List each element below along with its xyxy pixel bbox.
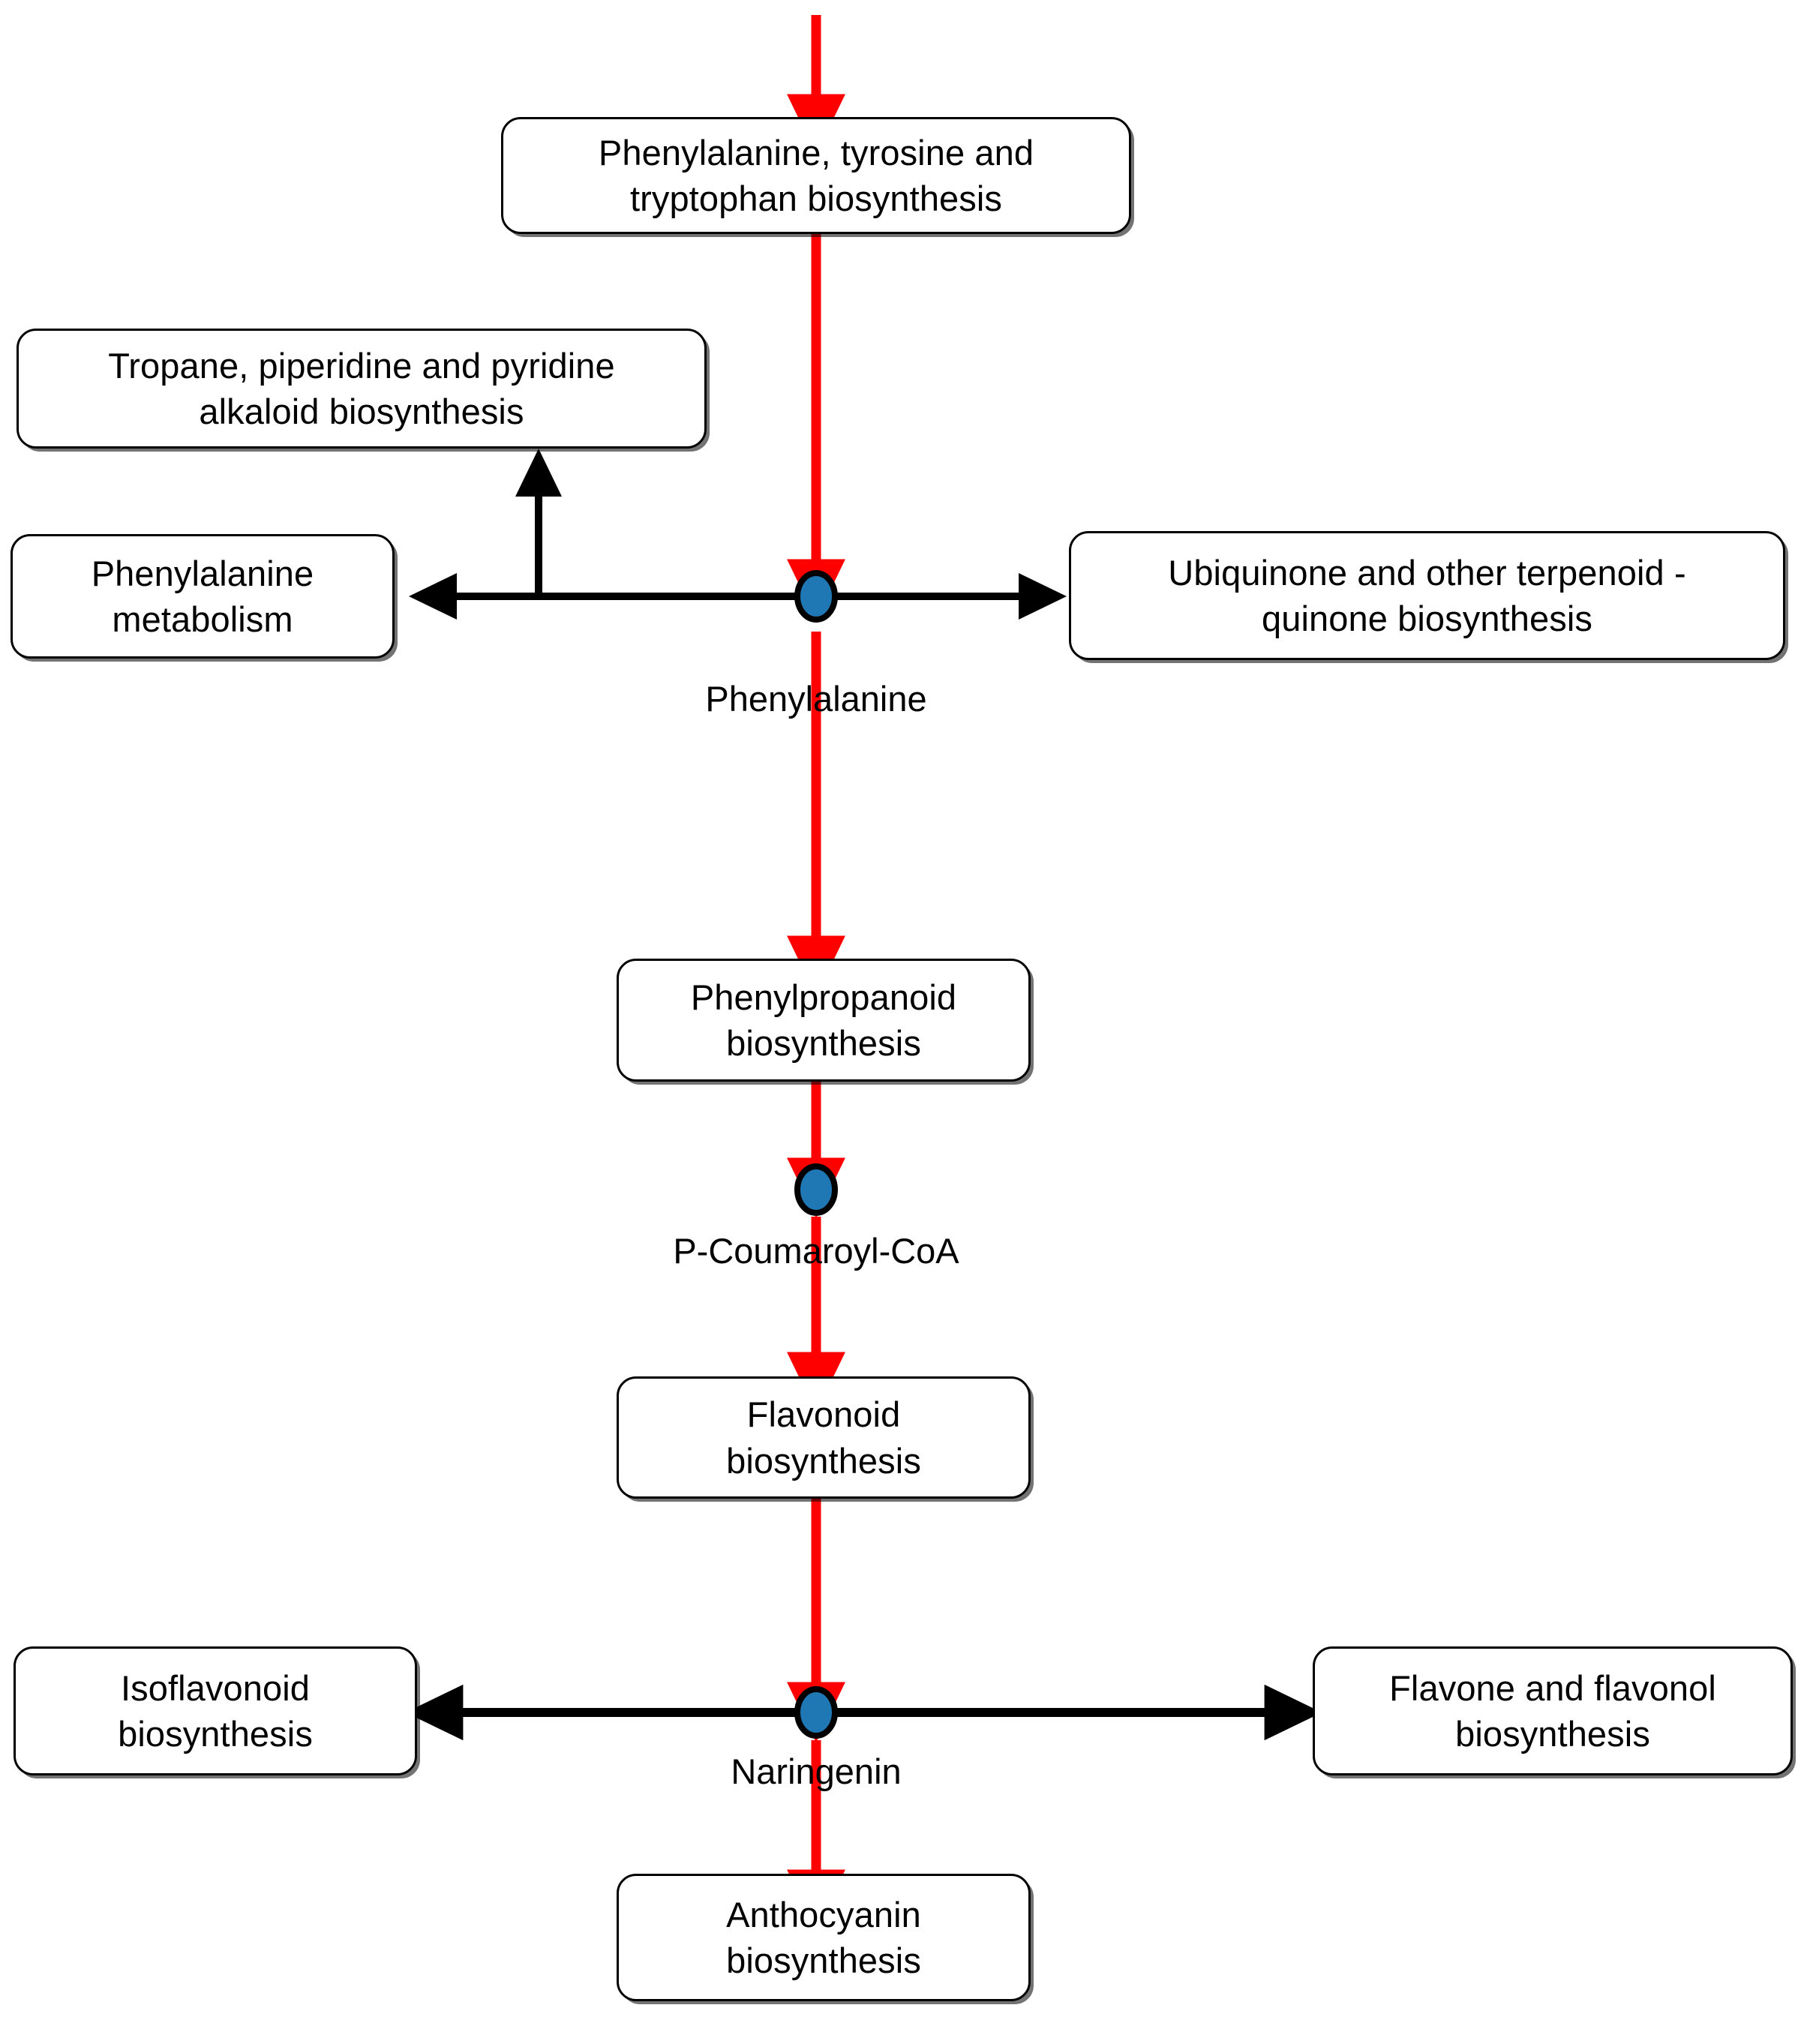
- pathway-box-ubiquinone-line1: Ubiquinone and other terpenoid -: [1168, 552, 1686, 593]
- pathway-box-phenylpropanoid-line1: Phenylpropanoid: [690, 977, 957, 1017]
- pathway-box-isoflavonoid-line2: biosynthesis: [118, 1714, 313, 1754]
- node-p-coumaroyl-coa[interactable]: [794, 1163, 838, 1216]
- pathway-box-phe-tyr-trp-line2: tryptophan biosynthesis: [629, 179, 1003, 218]
- metabolite-label-phenylalanine: Phenylalanine: [705, 679, 927, 719]
- pathway-box-phe-tyr-trp-line1: Phenylalanine, tyrosine and: [598, 132, 1034, 173]
- pathway-box-phenylpropanoid[interactable]: Phenylpropanoid biosynthesis: [617, 959, 1031, 1082]
- metabolite-label-naringenin: Naringenin: [731, 1751, 902, 1791]
- pathway-box-anthocyanin-line1: Anthocyanin: [726, 1894, 921, 1934]
- pathway-box-flavone-flavonol[interactable]: Flavone and flavonol biosynthesis: [1313, 1646, 1793, 1775]
- pathway-box-flavone-flavonol-line2: biosynthesis: [1455, 1714, 1650, 1754]
- pathway-box-phe-tyr-trp[interactable]: Phenylalanine, tyrosine and tryptophan b…: [501, 117, 1131, 234]
- pathway-box-phe-metabolism[interactable]: Phenylalanine metabolism: [11, 534, 395, 659]
- metabolite-nodes-layer: [794, 570, 838, 1739]
- pathway-box-phenylpropanoid-line2: biosynthesis: [726, 1023, 921, 1063]
- pathway-box-anthocyanin-line2: biosynthesis: [726, 1940, 921, 1980]
- node-phenylalanine[interactable]: [794, 570, 838, 623]
- pathway-box-ubiquinone-line2: quinone biosynthesis: [1262, 599, 1592, 638]
- node-naringenin[interactable]: [794, 1686, 838, 1739]
- pathway-box-phe-metabolism-line2: metabolism: [112, 599, 293, 639]
- pathway-box-tropane[interactable]: Tropane, piperidine and pyridine alkaloi…: [17, 329, 707, 449]
- pathway-box-phe-metabolism-line1: Phenylalanine: [91, 553, 314, 593]
- pathway-box-tropane-line2: alkaloid biosynthesis: [199, 392, 524, 431]
- pathway-box-isoflavonoid[interactable]: Isoflavonoid biosynthesis: [14, 1646, 417, 1775]
- pathway-box-anthocyanin[interactable]: Anthocyanin biosynthesis: [617, 1874, 1031, 2001]
- pathway-box-isoflavonoid-line1: Isoflavonoid: [120, 1667, 311, 1708]
- pathway-box-ubiquinone[interactable]: Ubiquinone and other terpenoid - quinone…: [1069, 531, 1785, 660]
- phenylalanine-branch-arrows: [409, 449, 1067, 620]
- pathway-box-flavonoid-line1: Flavonoid: [746, 1394, 901, 1435]
- pathway-box-flavonoid[interactable]: Flavonoid biosynthesis: [617, 1376, 1031, 1499]
- pathway-box-flavonoid-line2: biosynthesis: [726, 1440, 921, 1481]
- pathway-box-tropane-line1: Tropane, piperidine and pyridine: [108, 345, 615, 386]
- pathway-box-flavone-flavonol-line1: Flavone and flavonol: [1389, 1667, 1716, 1708]
- metabolite-label-p-coumaroyl-coa: P-Coumaroyl-CoA: [673, 1231, 959, 1271]
